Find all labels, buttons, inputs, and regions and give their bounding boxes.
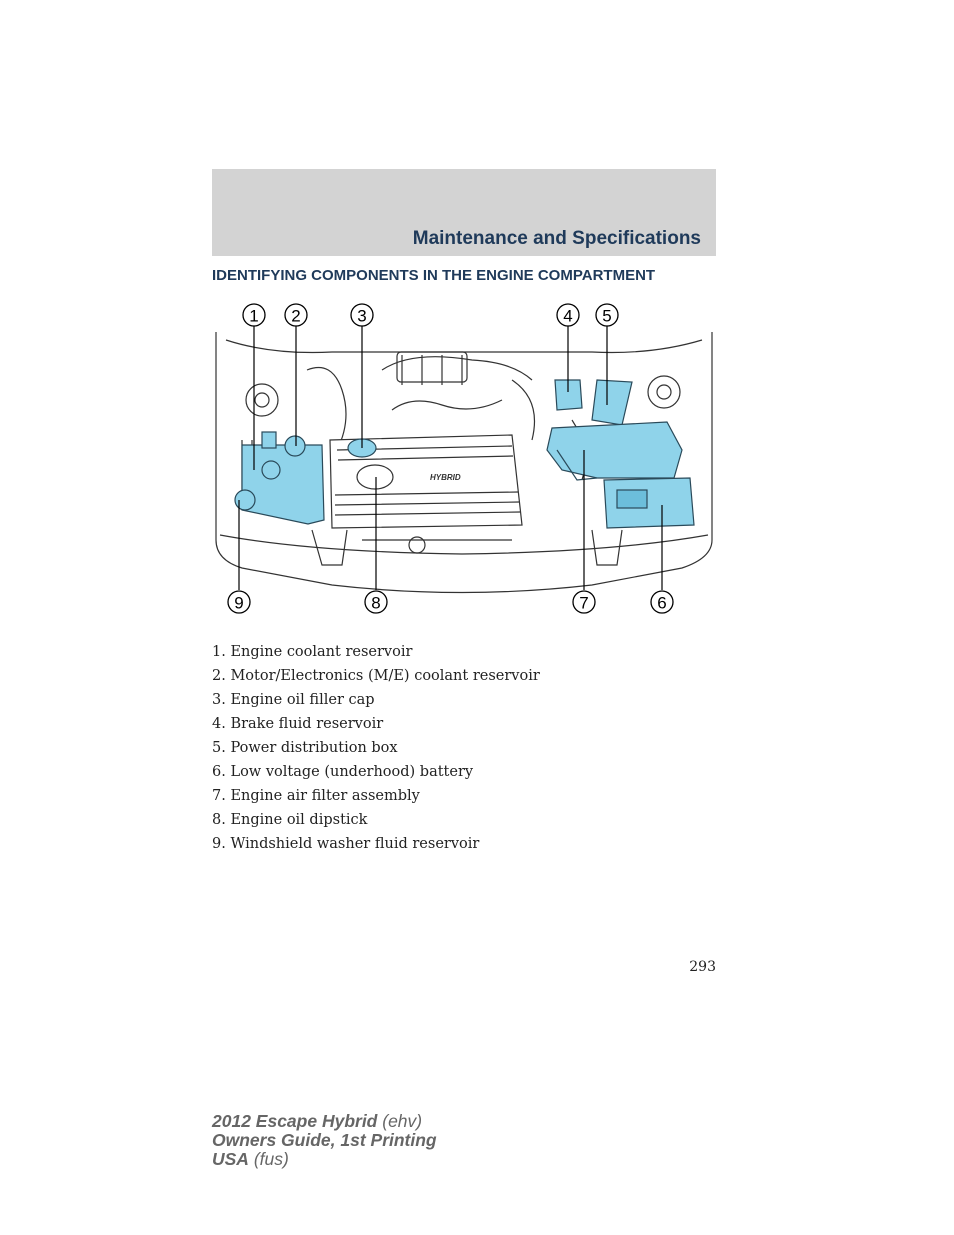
callout-3 <box>350 303 374 327</box>
callout-6 <box>650 590 674 614</box>
callout-8-label: 8 <box>371 594 380 613</box>
air-filter-assembly-shape <box>546 421 683 479</box>
section-title: Maintenance and Specifications <box>412 228 701 249</box>
legend-item: 6. Low voltage (underhood) battery <box>212 764 474 780</box>
engine-coolant-tank-shape <box>261 460 281 480</box>
legend-item: 8. Engine oil dipstick <box>212 812 368 828</box>
brake-fluid-reservoir-shape <box>554 379 583 411</box>
callout-7 <box>572 590 596 614</box>
highlighted-components <box>234 379 695 529</box>
section-header-band: Maintenance and Specifications <box>212 169 716 256</box>
battery-terminal-shape <box>616 489 648 509</box>
footer-guide: Owners Guide, 1st Printing <box>212 1130 437 1150</box>
callout-5 <box>595 303 619 327</box>
legend-item: 1. Engine coolant reservoir <box>212 644 413 660</box>
legend-item: 9. Windshield washer fluid reservoir <box>212 836 480 852</box>
page-subheading: IDENTIFYING COMPONENTS IN THE ENGINE COM… <box>212 267 656 284</box>
footer-market: USA <box>212 1149 249 1169</box>
power-distribution-box-shape <box>591 379 633 426</box>
callout-6-label: 6 <box>657 594 666 613</box>
engine-coolant-cap-shape <box>261 431 277 449</box>
component-legend: 1. Engine coolant reservoir 2. Motor/Ele… <box>212 640 540 856</box>
callout-1-label: 1 <box>249 307 258 326</box>
callout-3-label: 3 <box>357 307 366 326</box>
document-footer: 2012 Escape Hybrid (ehv) Owners Guide, 1… <box>212 1112 437 1169</box>
legend-item: 4. Brake fluid reservoir <box>212 716 384 732</box>
footer-model: 2012 Escape Hybrid <box>212 1111 378 1131</box>
callout-2 <box>284 303 308 327</box>
dipstick-marker-shape <box>356 464 394 490</box>
legend-item: 2. Motor/Electronics (M/E) coolant reser… <box>212 668 540 684</box>
me-coolant-cap-shape <box>284 435 306 457</box>
footer-model-code: (ehv) <box>382 1111 423 1131</box>
legend-item: 5. Power distribution box <box>212 740 398 756</box>
callout-4-label: 4 <box>563 307 572 326</box>
footer-market-code: (fus) <box>253 1149 289 1169</box>
legend-item: 3. Engine oil filler cap <box>212 692 375 708</box>
engine-compartment-diagram: HYBRID <box>215 303 713 614</box>
page-number: 293 <box>689 959 716 975</box>
callout-1 <box>242 303 266 327</box>
callout-4 <box>556 303 580 327</box>
callout-5-label: 5 <box>602 307 611 326</box>
callout-9-label: 9 <box>234 594 243 613</box>
callout-9 <box>227 590 251 614</box>
hybrid-emblem: HYBRID <box>430 473 461 482</box>
legend-item: 7. Engine air filter assembly <box>212 788 420 804</box>
callout-8 <box>364 590 388 614</box>
callout-2-label: 2 <box>291 307 300 326</box>
washer-fluid-cap-shape <box>234 489 256 511</box>
callout-7-label: 7 <box>579 594 588 613</box>
